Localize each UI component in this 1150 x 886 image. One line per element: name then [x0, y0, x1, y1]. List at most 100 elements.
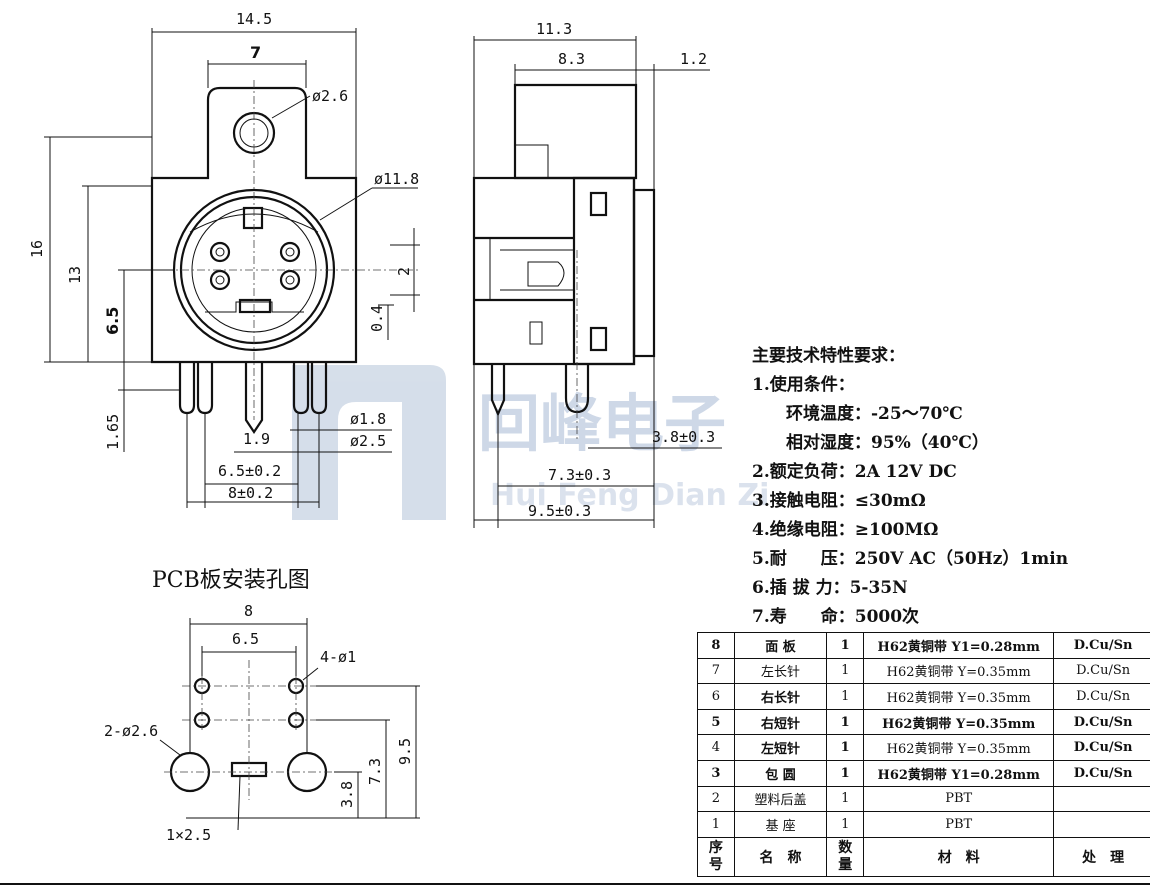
dim-depth-total: 11.3: [536, 20, 572, 38]
header-no-a: 序: [708, 839, 723, 856]
table-row: 3 包 圆 1 H62黄铜带 Y1=0.28mm D.Cu/Sn: [697, 759, 1150, 787]
bom-finish: D.Cu/Sn: [1053, 759, 1150, 787]
bom-finish: D.Cu/Sn: [1053, 683, 1150, 710]
spec-title: 主要技术特性要求：: [752, 346, 905, 366]
spec-list: 主要技术特性要求： 1.使用条件： 环境温度：-25～70℃ 相对湿度：95%（…: [752, 342, 1150, 632]
bom-table: 8 面 板 1 H62黄铜带 Y1=0.28mm D.Cu/Sn 7 左长针 1…: [697, 632, 1150, 877]
bom-material: H62黄铜带 Y1=0.28mm: [863, 632, 1055, 659]
spec-line: 相对湿度：95%（40℃）: [786, 433, 989, 453]
dim-pin-pitch: 2: [395, 267, 413, 276]
bom-name: 右长针: [733, 683, 828, 710]
bom-material: H62黄铜带 Y=0.35mm: [863, 683, 1055, 710]
bom-name: 塑料后盖: [733, 785, 828, 813]
bom-qty: 1: [826, 683, 865, 710]
spec-line: 1.使用条件：: [752, 375, 855, 395]
dim-height-center: 6.5: [103, 307, 122, 335]
bom-no: 8: [697, 632, 735, 659]
pcb-title: PCB板安装孔图: [152, 568, 310, 593]
bom-finish: [1053, 811, 1150, 838]
dim-pin-len: 1.65: [104, 414, 122, 450]
pcb-dim-small-holes: 4-ø1: [320, 648, 356, 666]
table-header-row: 序 号 名 称 数 量 材 料 处 理: [697, 836, 1150, 877]
dim-pin-offset-c: 9.5±0.3: [528, 502, 591, 520]
spec-line: 6.插 拔 力：5-35N: [752, 578, 908, 598]
dim-top-width: 7: [250, 43, 261, 62]
spec-line: 3.接触电阻：≤30mΩ: [752, 491, 926, 511]
bom-material: H62黄铜带 Y=0.35mm: [863, 734, 1055, 761]
bom-qty: 1: [826, 708, 865, 736]
bom-finish: D.Cu/Sn: [1053, 734, 1150, 761]
table-row: 5 右短针 1 H62黄铜带 Y=0.35mm D.Cu/Sn: [697, 708, 1150, 736]
bom-name: 包 圆: [733, 759, 828, 787]
bom-no: 2: [697, 785, 735, 813]
bom-qty: 1: [826, 632, 865, 659]
spec-line: 5.耐 压：250V AC（50Hz）1min: [752, 549, 1069, 569]
dim-depth-body: 8.3: [558, 50, 585, 68]
bom-material: H62黄铜带 Y=0.35mm: [863, 708, 1055, 736]
bom-material: PBT: [863, 811, 1055, 838]
table-row: 8 面 板 1 H62黄铜带 Y1=0.28mm D.Cu/Sn: [697, 632, 1150, 659]
bom-no: 4: [697, 734, 735, 761]
pcb-dim-width: 8: [244, 602, 253, 620]
pcb-dim-h3: 9.5: [396, 738, 414, 765]
bom-no: 1: [697, 811, 735, 838]
pcb-dim-large-holes: 2-ø2.6: [104, 722, 158, 740]
pcb-dim-h1: 3.8: [338, 781, 356, 808]
dim-width-total: 14.5: [236, 10, 272, 28]
bom-name: 左短针: [733, 734, 828, 761]
watermark-cn: 回峰电子: [478, 387, 726, 460]
bom-material: PBT: [863, 785, 1055, 813]
dim-pin-spacing-b: 6.5±0.2: [218, 462, 281, 480]
dim-flange: 1.2: [680, 50, 707, 68]
bom-material: H62黄铜带 Y1=0.28mm: [863, 759, 1055, 787]
dim-offset: 0.4: [368, 305, 386, 332]
header-name: 名 称: [733, 836, 828, 877]
bom-no: 3: [697, 759, 735, 787]
bom-qty: 1: [826, 759, 865, 787]
spec-line: 2.额定负荷：2A 12V DC: [752, 462, 957, 482]
dim-pin-offset-b: 7.3±0.3: [548, 466, 611, 484]
bom-finish: D.Cu/Sn: [1053, 708, 1150, 736]
bom-name: 左长针: [733, 657, 828, 685]
side-view: [472, 36, 722, 528]
bom-qty: 1: [826, 734, 865, 761]
bom-qty: 1: [826, 811, 865, 838]
watermark-en: Hui Feng Dian Zi: [490, 478, 769, 513]
bom-name: 面 板: [733, 632, 828, 659]
dim-pin-dia-small: ø1.8: [350, 410, 386, 428]
spec-line: 4.绝缘电阻：≥100MΩ: [752, 520, 939, 540]
dim-pin-dia-large: ø2.5: [350, 432, 386, 450]
header-material: 材 料: [863, 836, 1055, 877]
header-qty-a: 数: [838, 839, 853, 856]
bom-qty: 1: [826, 657, 865, 685]
bom-no: 7: [697, 657, 735, 685]
header-no: 序 号: [697, 836, 735, 877]
dim-hole-dia: ø2.6: [312, 87, 348, 105]
header-no-b: 号: [708, 856, 723, 873]
bom-name: 基 座: [733, 811, 828, 838]
bom-name: 右短针: [733, 708, 828, 736]
table-row: 2 塑料后盖 1 PBT: [697, 785, 1150, 813]
bom-qty: 1: [826, 785, 865, 813]
front-view: [44, 28, 420, 508]
table-row: 7 左长针 1 H62黄铜带 Y=0.35mm D.Cu/Sn: [697, 657, 1150, 685]
bom-no: 5: [697, 708, 735, 736]
dim-body-dia: ø11.8: [374, 170, 419, 188]
header-qty: 数 量: [826, 836, 865, 877]
watermark-logo: [292, 365, 446, 520]
pcb-dim-slot: 1×2.5: [166, 826, 211, 844]
dim-pin-spacing-c: 8±0.2: [228, 484, 273, 502]
spec-line: 7.寿 命：5000次: [752, 607, 920, 627]
table-row: 6 右长针 1 H62黄铜带 Y=0.35mm D.Cu/Sn: [697, 683, 1150, 710]
bom-finish: D.Cu/Sn: [1053, 632, 1150, 659]
pcb-dim-h2: 7.3: [366, 758, 384, 785]
header-finish: 处 理: [1053, 836, 1150, 877]
dim-height-total: 16: [28, 240, 46, 258]
table-row: 1 基 座 1 PBT: [697, 811, 1150, 838]
bom-finish: D.Cu/Sn: [1053, 657, 1150, 685]
bom-no: 6: [697, 683, 735, 710]
header-qty-b: 量: [838, 856, 853, 873]
spec-line: 环境温度：-25～70℃: [786, 404, 963, 424]
dim-pin-offset-a: 3.8±0.3: [652, 428, 715, 446]
pcb-dim-pitch: 6.5: [232, 630, 259, 648]
